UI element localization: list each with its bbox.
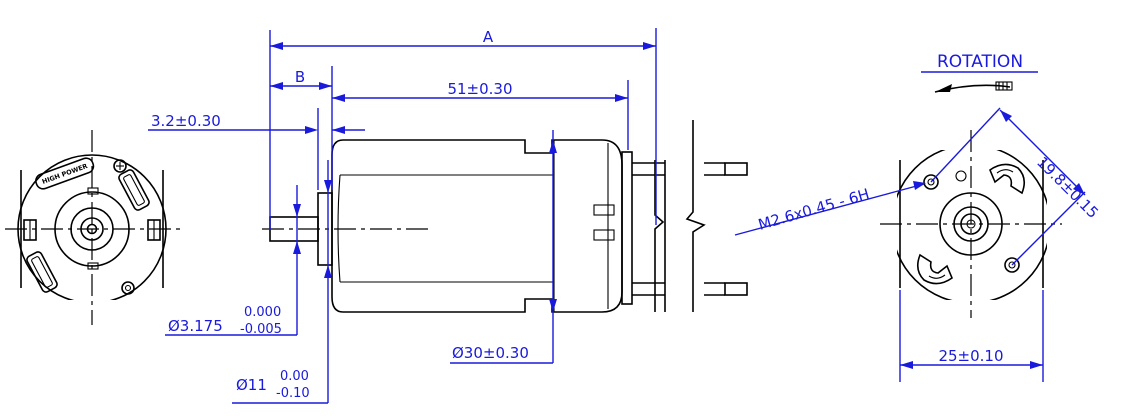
dim-body-length: 51±0.30 [447, 80, 512, 98]
dim-boss-height: 3.2±0.30 [151, 112, 221, 130]
dim-boss-upper-tol: 0.00 [280, 369, 309, 384]
dim-overall-length: A [483, 28, 494, 46]
dim-mount-thread: M2.6x0.45 - 6H [756, 185, 871, 234]
dim-shaft-diameter: Ø3.175 [168, 317, 223, 335]
dimension-lines [148, 28, 1086, 404]
dim-body-diameter: Ø30±0.30 [452, 344, 529, 362]
dim-shaft-extension: B [295, 68, 305, 86]
rotation-label: ROTATION [937, 52, 1023, 72]
rear-view [880, 130, 1062, 318]
side-view [262, 120, 748, 313]
dim-flat-width: 25±0.10 [938, 347, 1003, 365]
dim-shaft-lower-tol: -0.005 [240, 322, 282, 337]
front-view: HIGH POWER [5, 130, 180, 325]
dim-shaft-upper-tol: 0.000 [244, 305, 281, 320]
dim-boss-diameter: Ø11 [236, 376, 267, 394]
dim-boss-lower-tol: -0.10 [276, 386, 310, 401]
dimension-labels: A B 51±0.30 3.2±0.30 Ø3.175 0.000 -0.005… [151, 28, 1102, 401]
